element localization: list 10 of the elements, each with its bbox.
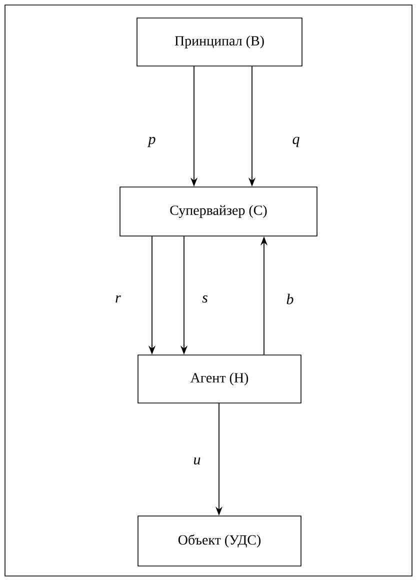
edge-label: r [116, 295, 121, 303]
edge-label: s [202, 295, 208, 303]
process-box: Объект (УДС) [138, 516, 302, 566]
process-box: Супервайзер (С) [120, 186, 318, 236]
process-box: Агент (Н) [138, 354, 302, 404]
edge-label: u [194, 457, 200, 465]
process-box: Принципал (В) [136, 18, 302, 66]
edge-label: b [286, 294, 294, 304]
edge-label: q [292, 136, 300, 148]
edge-label: p [147, 136, 156, 148]
